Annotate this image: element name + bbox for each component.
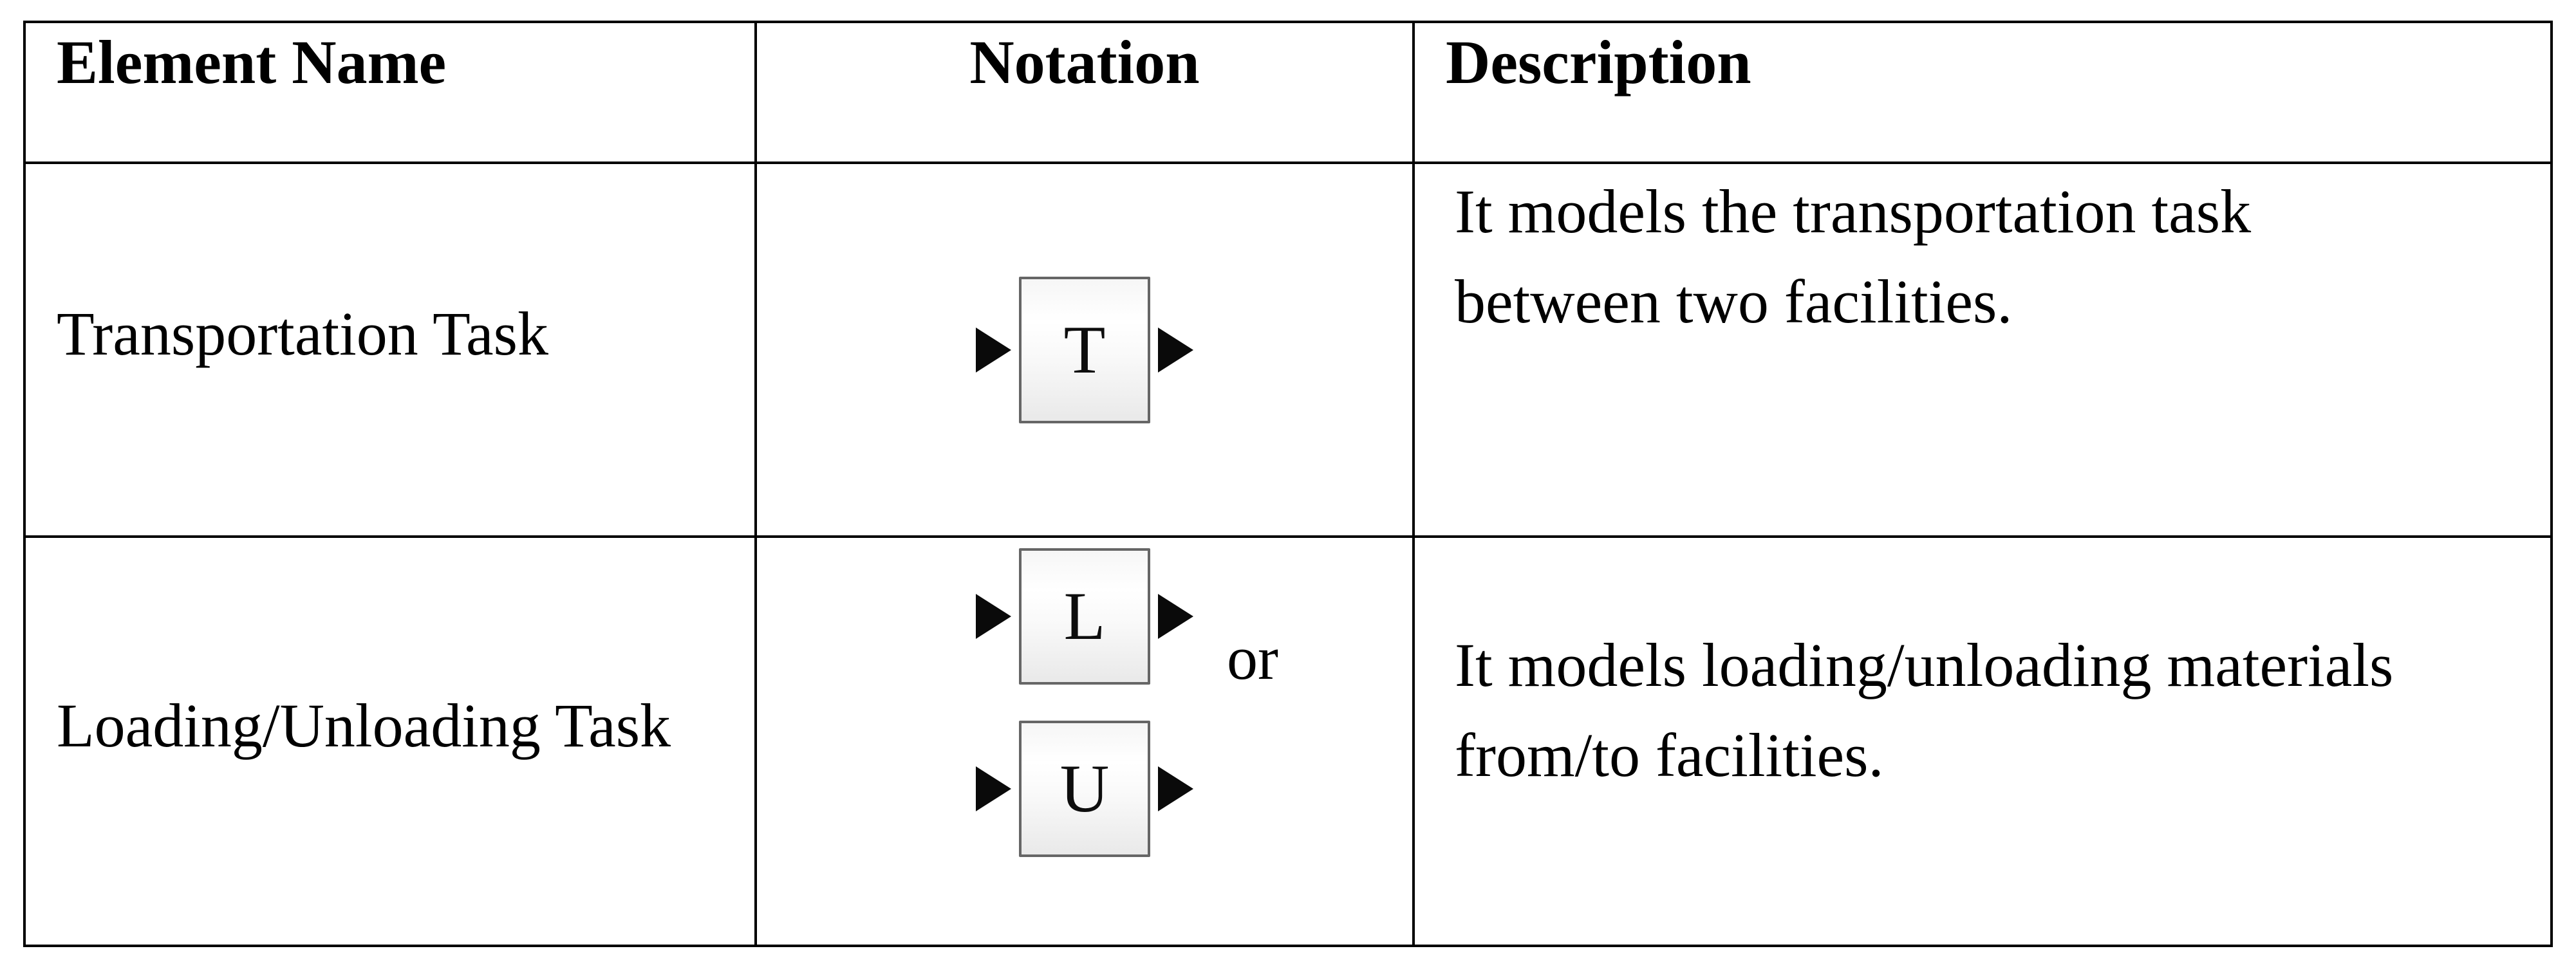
output-port-arrow-icon [1158,327,1193,373]
notation-cell-transportation: T [757,164,1415,538]
loading-task-block: L [1019,548,1150,685]
description-line: It models the transportation task [1455,177,2252,246]
transportation-task-block: T [1019,276,1150,423]
input-port-arrow-icon [976,766,1011,811]
input-port-arrow-icon [976,594,1011,639]
block-letter-l: L [1063,578,1106,654]
notation-cell-loading-unloading: L U or [757,538,1415,945]
block-letter-t: T [1063,311,1106,387]
unloading-block-group: U [976,721,1193,857]
row-name-loading-unloading-task: Loading/Unloading Task [26,538,757,945]
header-element-name: Element Name [26,23,757,164]
unloading-task-block: U [1019,721,1150,857]
input-port-arrow-icon [976,327,1011,373]
or-joiner-label: or [1227,623,1278,692]
header-notation: Notation [757,23,1415,164]
loading-unloading-block-stack: L U [976,548,1193,857]
description-cell-loading-unloading: It models loading/unloading materials fr… [1415,538,2550,945]
output-port-arrow-icon [1158,594,1193,639]
header-description: Description [1415,23,2550,164]
description-cell-transportation: It models the transportation task betwee… [1415,164,2550,538]
description-line: It models loading/unloading materials [1455,631,2394,699]
output-port-arrow-icon [1158,766,1193,811]
block-letter-u: U [1059,751,1110,826]
description-line: between two facilities. [1455,267,2013,336]
notation-table: Element Name Notation Description Transp… [23,21,2553,947]
loading-block-group: L [976,548,1193,685]
description-line: from/to facilities. [1455,721,1884,789]
transportation-block-group: T [976,276,1193,423]
row-name-transportation-task: Transportation Task [26,164,757,538]
